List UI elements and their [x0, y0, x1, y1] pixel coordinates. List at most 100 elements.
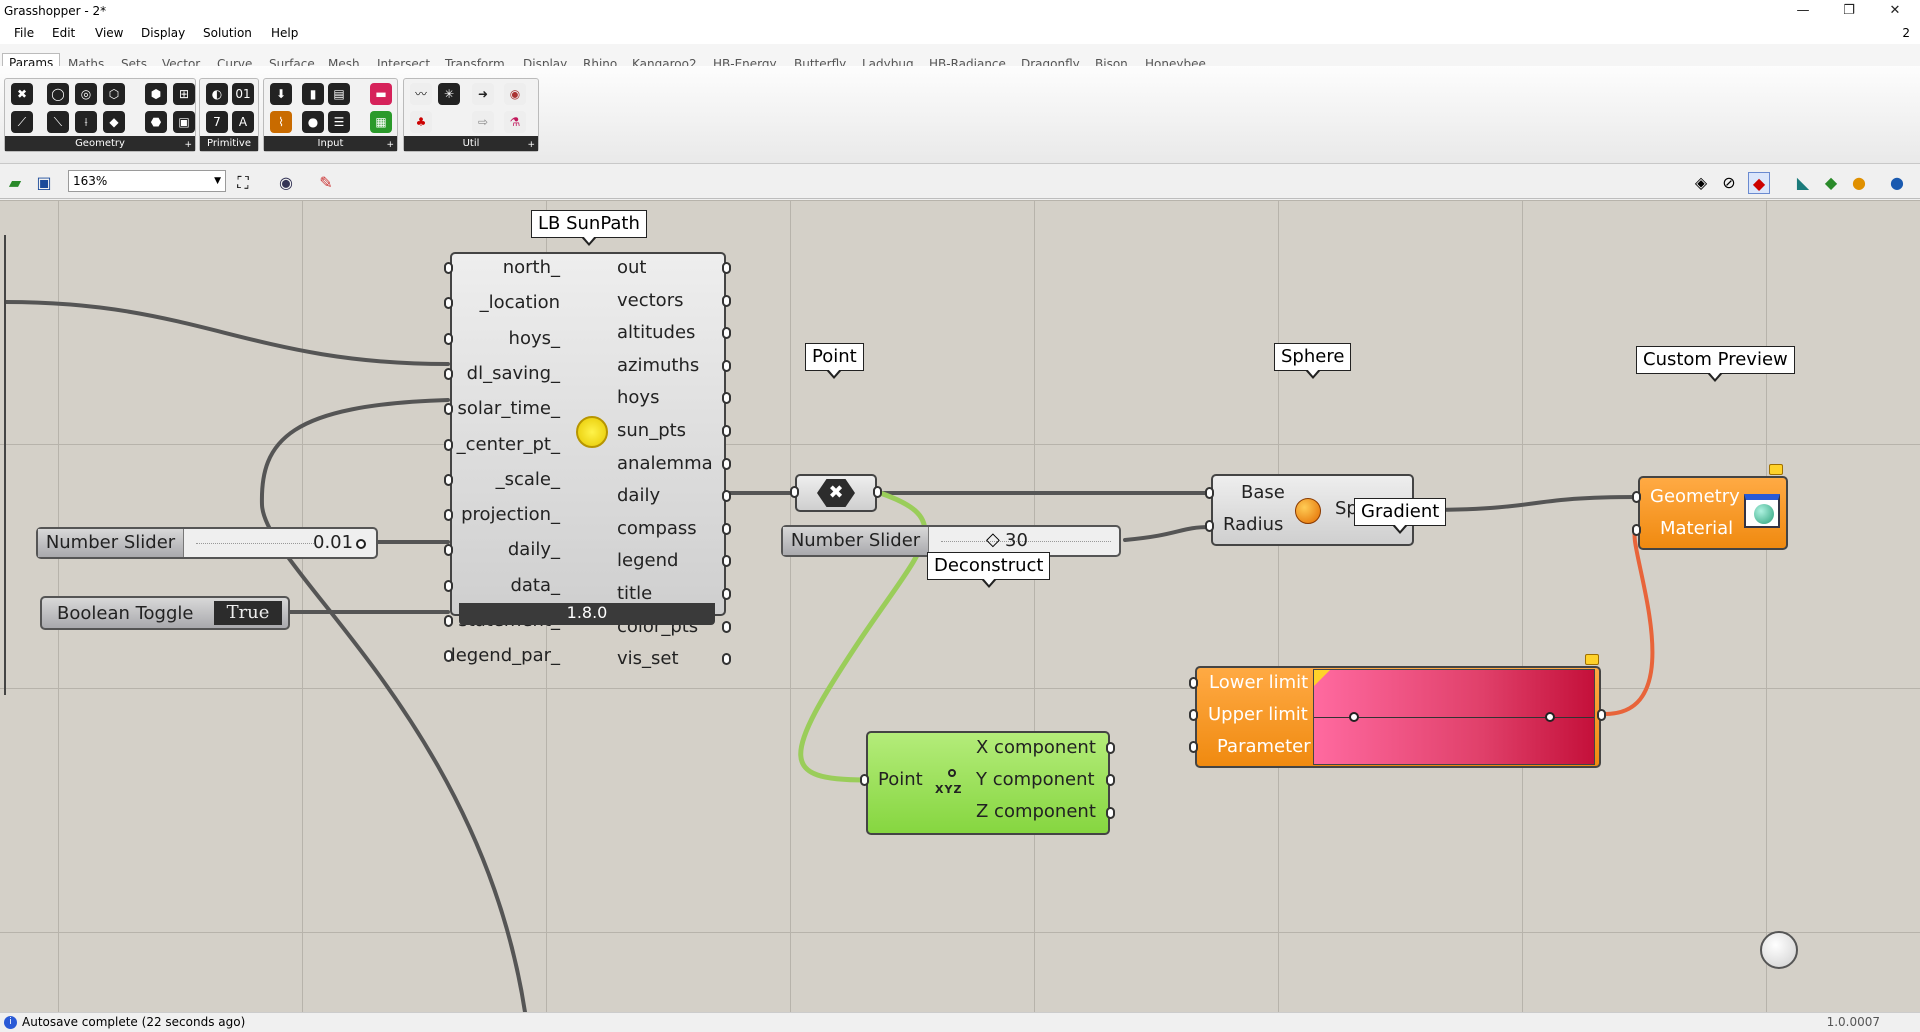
line-param-icon[interactable]: ⟍ [47, 111, 69, 133]
boolean-toggle[interactable]: Boolean Toggle True [40, 596, 290, 630]
point-output-grip[interactable] [873, 486, 882, 498]
navigation-compass-icon[interactable] [1760, 931, 1798, 969]
sunpath-input-grip[interactable] [444, 297, 453, 310]
no-preview-icon[interactable]: ⊘ [1722, 173, 1736, 192]
selected-preview-icon[interactable]: ◆ [1824, 173, 1838, 192]
flask-icon[interactable]: ⚗ [504, 111, 526, 133]
sunpath-input-grip[interactable] [444, 332, 453, 345]
sunpath-input-grip[interactable] [444, 579, 453, 592]
sunpath-output-grip[interactable] [722, 262, 731, 274]
value-list-icon[interactable]: ☰ [328, 111, 350, 133]
toggle-value[interactable]: True [214, 601, 282, 625]
arc-param-icon[interactable]: ◎ [75, 83, 97, 105]
sunpath-output-grip[interactable] [722, 294, 731, 307]
boolean-param-icon[interactable]: ◐ [206, 83, 228, 105]
circle-param-icon[interactable]: ◯ [47, 83, 69, 105]
deconstruct-input-grip[interactable] [860, 774, 869, 786]
open-file-icon[interactable]: ▰ [8, 173, 22, 192]
expand-icon[interactable]: + [184, 140, 192, 150]
sphere-radius-grip[interactable] [1205, 520, 1214, 532]
sunpath-output-grip[interactable] [722, 457, 731, 470]
minimize-button[interactable]: — [1796, 3, 1810, 18]
point-param-icon[interactable]: ✖ [11, 83, 33, 105]
sunpath-output-grip[interactable] [722, 490, 731, 503]
custom-preview-geometry-grip[interactable] [1632, 491, 1641, 503]
sunpath-input-grip[interactable] [444, 438, 453, 451]
sunpath-input-grip[interactable] [444, 367, 453, 380]
deconstruct-y-grip[interactable] [1106, 774, 1115, 786]
deconstruct-component[interactable]: Point XYZ X component Y component Z comp… [866, 731, 1110, 835]
sunpath-input-grip[interactable] [444, 544, 453, 557]
cluster-icon[interactable]: ◉ [504, 83, 526, 105]
menu-solution[interactable]: Solution [203, 26, 252, 40]
gradient-upper-grip[interactable] [1189, 709, 1198, 721]
deconstruct-x-grip[interactable] [1106, 742, 1115, 754]
slider-grip-icon[interactable] [356, 539, 366, 549]
menu-help[interactable]: Help [271, 26, 299, 40]
mesh-param-icon[interactable]: ⊞ [173, 83, 195, 105]
sunpath-output-grip[interactable] [722, 653, 731, 666]
gradient-preview[interactable] [1313, 669, 1595, 765]
menu-file[interactable]: File [14, 26, 35, 40]
gradient-lower-grip[interactable] [1189, 677, 1198, 689]
button-icon[interactable]: ▮ [302, 83, 324, 105]
box-param-icon[interactable]: ⬡ [103, 83, 125, 105]
sunpath-input-grip[interactable] [444, 615, 453, 627]
sunpath-output-grip[interactable] [722, 620, 731, 633]
sphere-base-grip[interactable] [1205, 487, 1214, 499]
material-preview-icon[interactable]: ● [1852, 173, 1866, 192]
slider-grip-icon[interactable]: ◇ [986, 529, 1000, 550]
sunpath-output-grip[interactable] [722, 522, 731, 535]
gradient-icon[interactable]: ▬ [370, 83, 392, 105]
sunpath-input-grip[interactable] [444, 473, 453, 486]
slider-icon[interactable]: ⬇ [270, 83, 292, 105]
panel-icon[interactable]: ▤ [328, 83, 350, 105]
sunpath-input-grip[interactable] [444, 403, 453, 416]
number-param-icon[interactable]: 7 [206, 111, 228, 133]
sunpath-output-grip[interactable] [722, 359, 731, 372]
shaded-preview-icon[interactable]: ◆ [1748, 172, 1770, 194]
number-slider-scale[interactable]: Number Slider 0.01 [36, 527, 378, 559]
slider-track[interactable] [196, 543, 316, 544]
restore-button[interactable]: ❐ [1843, 3, 1855, 18]
surface-param-icon[interactable]: ⬣ [145, 111, 167, 133]
save-file-icon[interactable]: ▣ [36, 173, 52, 192]
geometry-param-icon[interactable]: ▣ [173, 111, 195, 133]
cherry-picker-icon[interactable]: ♣ [410, 111, 432, 133]
sunpath-input-grip[interactable] [444, 262, 453, 274]
zoom-select[interactable]: 163%▼ [68, 170, 226, 192]
custom-preview-material-grip[interactable] [1632, 524, 1641, 536]
point-input-grip[interactable] [790, 486, 799, 498]
custom-preview-component[interactable]: Geometry Material [1638, 464, 1788, 550]
data-output-icon[interactable]: ⇨ [472, 111, 494, 133]
gradient-lower-handle-icon[interactable] [1349, 712, 1359, 722]
preview-eye-icon[interactable]: ◉ [279, 173, 293, 192]
galapagos-icon[interactable]: ✳ [438, 83, 460, 105]
sunpath-input-grip[interactable] [444, 509, 453, 522]
plane-param-icon[interactable]: ⟊ [75, 111, 97, 133]
bake-icon[interactable]: ◣ [1796, 173, 1810, 192]
menu-view[interactable]: View [95, 26, 124, 40]
sketch-icon[interactable]: ✎ [319, 173, 333, 192]
slider-track[interactable] [941, 541, 1111, 542]
menu-display[interactable]: Display [141, 26, 186, 40]
close-button[interactable]: ✕ [1889, 3, 1901, 18]
gradient-output-grip[interactable] [1597, 709, 1606, 721]
expand-icon[interactable]: + [386, 140, 394, 150]
sunpath-output-grip[interactable] [722, 392, 731, 405]
sunpath-output-grip[interactable] [722, 425, 731, 437]
expand-icon[interactable]: + [527, 140, 535, 150]
preview-mode-icon[interactable]: ● [1890, 173, 1904, 192]
fitness-icon[interactable]: 〰 [410, 83, 432, 105]
gradient-upper-handle-icon[interactable] [1545, 712, 1555, 722]
deconstruct-z-grip[interactable] [1106, 807, 1115, 819]
toggle-icon[interactable]: ● [302, 111, 324, 133]
point-param[interactable]: ✖ [795, 474, 877, 512]
curve-param-icon[interactable]: ⟋ [11, 111, 33, 133]
sunpath-input-grip[interactable] [444, 650, 453, 663]
integer-param-icon[interactable]: 01 [232, 83, 254, 105]
data-input-icon[interactable]: ➜ [472, 83, 494, 105]
gradient-component[interactable]: Lower limit Upper limit Parameter [1195, 654, 1601, 768]
